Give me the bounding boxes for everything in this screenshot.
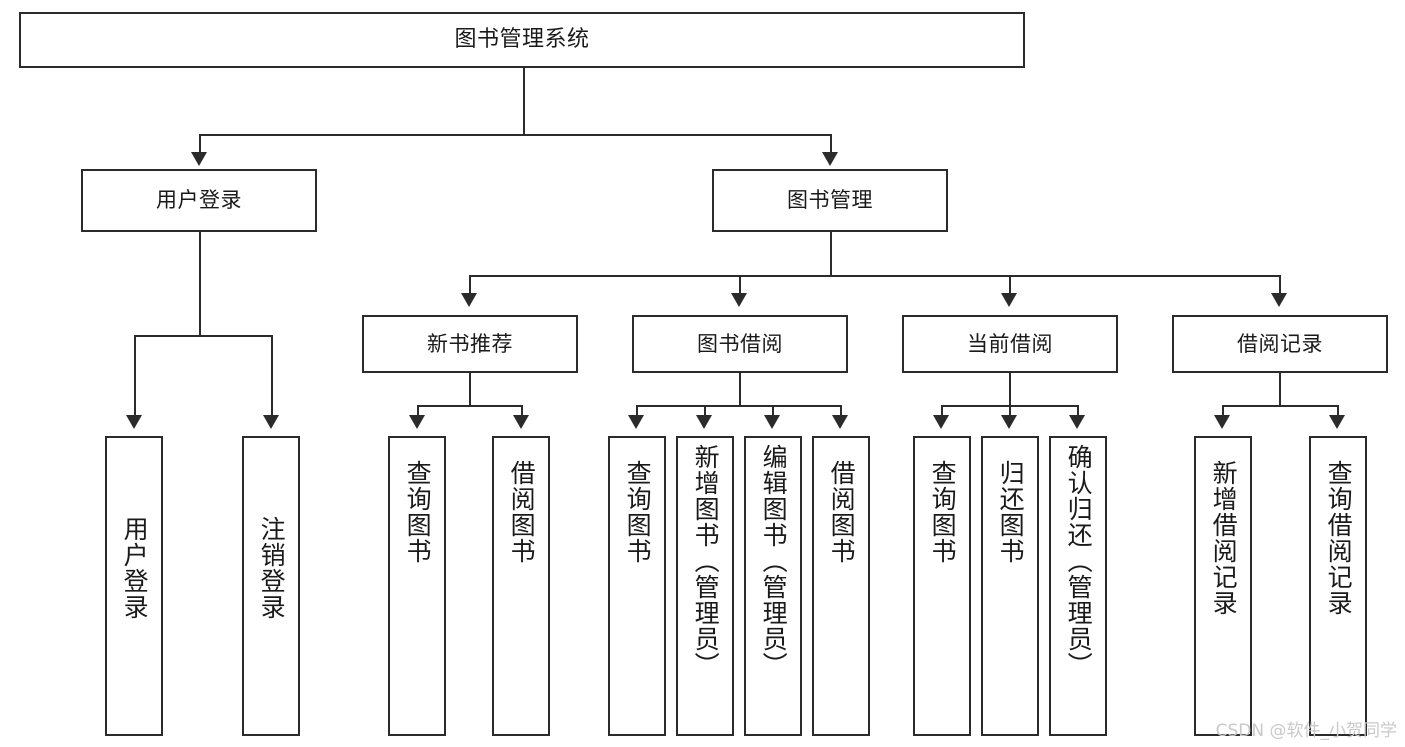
arrow-book-borrow-leaf3 [764, 415, 780, 429]
connector-new-book-stem [469, 373, 471, 406]
connector-current-borrow-stem [1009, 373, 1011, 406]
connector-user-login-stem [199, 232, 201, 336]
leaf-query-borrow-record[interactable]: 查询借阅记录 [1309, 436, 1367, 736]
node-book-borrow[interactable]: 图书借阅 [632, 315, 848, 373]
connector-book-borrow-bus [636, 405, 841, 407]
node-root-library-system[interactable]: 图书管理系统 [19, 12, 1025, 68]
arrow-to-new-book [461, 293, 477, 307]
node-label: 图书管理系统 [454, 27, 590, 53]
arrow-borrow-record-leaf2 [1329, 415, 1345, 429]
connector-to-book-borrow [739, 275, 741, 295]
arrow-root-to-book-manage [822, 152, 838, 166]
leaf-add-book-admin[interactable]: 新增图书（管理员） [676, 436, 734, 736]
connector-level3-bus [469, 275, 1280, 277]
connector-root-bus [199, 134, 831, 136]
leaf-borrow-book[interactable]: 借阅图书 [812, 436, 870, 736]
connector-book-borrow-leaf4 [840, 405, 842, 417]
connector-current-borrow-leaf3 [1077, 405, 1079, 417]
arrow-book-borrow-leaf4 [832, 415, 848, 429]
leaf-edit-book-admin[interactable]: 编辑图书（管理员） [744, 436, 802, 736]
node-book-management[interactable]: 图书管理 [712, 169, 948, 232]
node-label: 借阅图书 [827, 460, 857, 564]
node-label: 编辑图书（管理员） [759, 444, 789, 678]
node-label: 归还图书 [996, 460, 1026, 564]
connector-new-book-leaf2 [521, 405, 523, 417]
leaf-user-login[interactable]: 用户登录 [105, 436, 163, 736]
arrow-borrow-record-leaf1 [1214, 415, 1230, 429]
leaf-add-borrow-record[interactable]: 新增借阅记录 [1194, 436, 1252, 736]
connector-user-login-leaf2 [271, 335, 273, 417]
connector-borrow-record-bus [1222, 405, 1338, 407]
arrow-current-borrow-leaf1 [933, 415, 949, 429]
connector-book-manage-stem [830, 232, 832, 276]
connector-to-current-borrow [1009, 275, 1011, 295]
connector-user-login-bus [134, 335, 272, 337]
arrow-to-book-borrow [731, 293, 747, 307]
node-label: 图书借阅 [697, 331, 783, 356]
node-current-borrow[interactable]: 当前借阅 [902, 315, 1118, 373]
connector-book-borrow-leaf2 [704, 405, 706, 417]
arrow-book-borrow-leaf2 [696, 415, 712, 429]
connector-book-borrow-stem [739, 373, 741, 406]
connector-root-to-book-manage [830, 134, 832, 154]
node-user-login[interactable]: 用户登录 [81, 169, 317, 232]
connector-root-to-user-login [199, 134, 201, 154]
connector-borrow-record-leaf2 [1337, 405, 1339, 417]
node-label: 借阅记录 [1237, 331, 1323, 356]
connector-user-login-leaf1 [134, 335, 136, 417]
arrow-to-borrow-record [1271, 293, 1287, 307]
node-label: 查询图书 [928, 460, 958, 564]
node-label: 当前借阅 [967, 331, 1053, 356]
connector-borrow-record-leaf1 [1222, 405, 1224, 417]
arrow-new-book-leaf1 [409, 415, 425, 429]
leaf-confirm-return-admin[interactable]: 确认归还（管理员） [1049, 436, 1107, 736]
connector-new-book-leaf1 [417, 405, 419, 417]
leaf-query-book-borrow[interactable]: 查询图书 [608, 436, 666, 736]
node-label: 新增借阅记录 [1209, 460, 1239, 616]
node-label: 确认归还（管理员） [1064, 444, 1094, 678]
arrow-user-login-leaf1 [126, 415, 142, 429]
arrow-book-borrow-leaf1 [628, 415, 644, 429]
leaf-logout[interactable]: 注销登录 [242, 436, 300, 736]
leaf-query-book-recommend[interactable]: 查询图书 [388, 436, 446, 736]
connector-to-new-book [469, 275, 471, 295]
node-borrow-record[interactable]: 借阅记录 [1172, 315, 1388, 373]
node-label: 用户登录 [156, 188, 242, 213]
connector-book-borrow-leaf1 [636, 405, 638, 417]
node-label: 新书推荐 [427, 331, 513, 356]
leaf-query-book-current[interactable]: 查询图书 [913, 436, 971, 736]
arrow-current-borrow-leaf3 [1069, 415, 1085, 429]
node-label: 查询借阅记录 [1324, 460, 1354, 616]
connector-current-borrow-leaf2 [1009, 405, 1011, 417]
node-label: 借阅图书 [507, 460, 537, 564]
node-label: 查询图书 [403, 460, 433, 564]
connector-new-book-bus [417, 405, 522, 407]
node-label: 图书管理 [787, 188, 873, 213]
leaf-return-book[interactable]: 归还图书 [981, 436, 1039, 736]
arrow-to-current-borrow [1001, 293, 1017, 307]
arrow-new-book-leaf2 [513, 415, 529, 429]
leaf-borrow-book-recommend[interactable]: 借阅图书 [492, 436, 550, 736]
node-new-book-recommend[interactable]: 新书推荐 [362, 315, 578, 373]
arrow-root-to-user-login [191, 152, 207, 166]
connector-borrow-record-stem [1279, 373, 1281, 406]
node-label: 新增图书（管理员） [691, 444, 721, 678]
connector-root-stem [523, 68, 525, 135]
arrow-current-borrow-leaf2 [1001, 415, 1017, 429]
node-label: 注销登录 [257, 516, 287, 620]
connector-to-borrow-record [1279, 275, 1281, 295]
arrow-user-login-leaf2 [263, 415, 279, 429]
node-label: 用户登录 [120, 516, 150, 620]
connector-book-borrow-leaf3 [772, 405, 774, 417]
node-label: 查询图书 [623, 460, 653, 564]
connector-current-borrow-leaf1 [941, 405, 943, 417]
csdn-watermark: CSDN @软件_小贺同学 [1215, 721, 1397, 741]
